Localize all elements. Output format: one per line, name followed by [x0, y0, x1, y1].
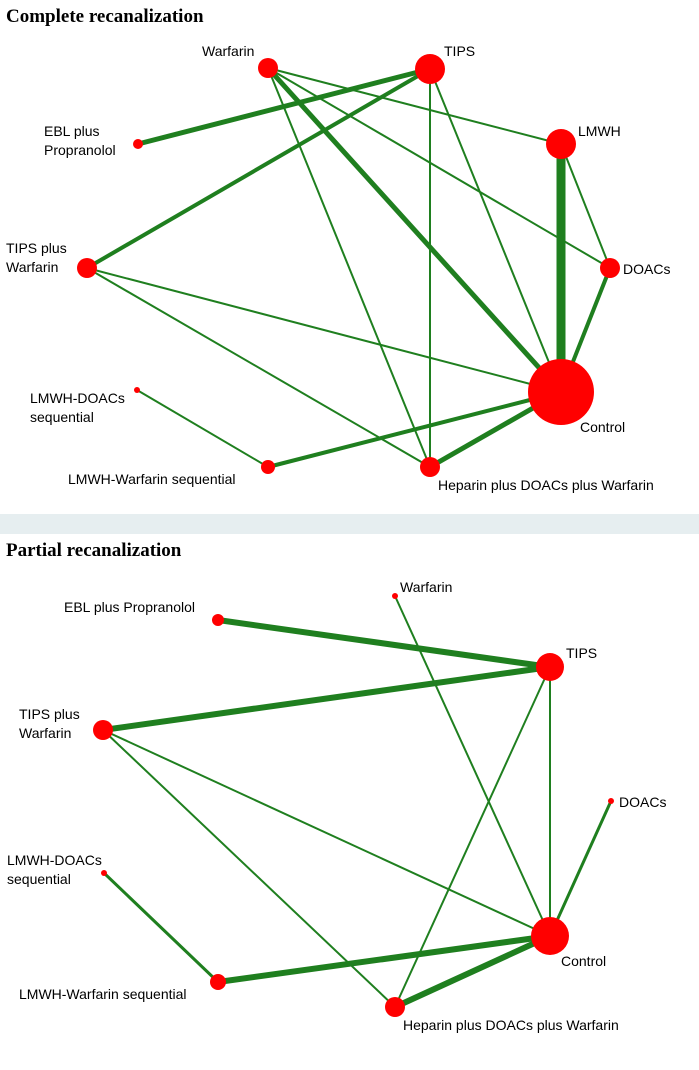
node-label-line: LMWH-Warfarin sequential — [19, 986, 187, 1002]
edge-lmwhdoacs-lmwhwarf — [136, 389, 269, 468]
node-label-doacs: DOACs — [619, 794, 666, 810]
node-doacs — [600, 258, 620, 278]
node-label-doacs: DOACs — [623, 261, 670, 277]
complete-recanalization-panel: Complete recanalization Warfarin TIPS EBL … — [0, 0, 699, 514]
node-label-lmwhdoacs: LMWH-DOACs sequential — [7, 852, 102, 887]
edge-ebl-tips — [217, 617, 551, 670]
node-ebl — [212, 614, 224, 626]
edge-tipsw-hdw — [86, 267, 431, 468]
node-label-hdw: Heparin plus DOACs plus Warfarin — [403, 1017, 619, 1033]
panel-title: Partial recanalization — [6, 540, 182, 561]
node-label-line: Warfarin — [6, 259, 58, 275]
node-label-lmwhwarf: LMWH-Warfarin sequential — [19, 986, 187, 1002]
node-label-line: LMWH — [578, 123, 621, 139]
node-label-warfarin: Warfarin — [400, 579, 452, 595]
edge-warfarin-doacs — [267, 67, 611, 269]
node-label-line: Heparin plus DOACs plus Warfarin — [403, 1017, 619, 1033]
edge-warfarin-control — [394, 595, 551, 937]
panel-title: Complete recanalization — [6, 6, 204, 27]
node-label-line: DOACs — [623, 261, 670, 277]
edge-tips-control — [429, 68, 562, 393]
node-label-control: Control — [561, 953, 606, 969]
edge-warfarin-lmwh — [267, 67, 562, 145]
edge-lmwhdoacs-lmwhwarf — [102, 871, 220, 984]
node-label-line: Warfarin — [400, 579, 452, 595]
edge-warfarin-hdw — [267, 67, 431, 468]
node-warfarin — [258, 58, 278, 78]
node-label-line: TIPS — [566, 645, 597, 661]
node-label-line: Warfarin — [19, 725, 71, 741]
node-lmwh — [546, 129, 576, 159]
node-label-tips: TIPS — [444, 43, 475, 59]
node-label-line: EBL plus Propranolol — [64, 599, 195, 615]
node-label-control: Control — [580, 419, 625, 435]
node-lmwhdoacs — [134, 387, 140, 393]
node-label-lmwhdoacs: LMWH-DOACs sequential — [30, 390, 125, 425]
node-tips — [415, 54, 445, 84]
edges-group — [102, 595, 613, 1010]
node-label-line: TIPS — [444, 43, 475, 59]
node-label-line: Heparin plus DOACs plus Warfarin — [438, 477, 654, 493]
node-lmwhwarf — [261, 460, 275, 474]
node-label-line: LMWH-Warfarin sequential — [68, 471, 236, 487]
edge-tipsw-tips — [102, 664, 551, 733]
node-lmwhwarf — [210, 974, 226, 990]
node-label-line: EBL plus — [44, 123, 100, 139]
edge-tips-ebl — [137, 66, 431, 147]
node-label-line: DOACs — [619, 794, 666, 810]
node-label-lmwh: LMWH — [578, 123, 621, 139]
node-tipsw — [93, 720, 113, 740]
node-hdw — [385, 997, 405, 1017]
node-label-line: Propranolol — [44, 142, 116, 158]
node-doacs — [608, 798, 614, 804]
node-control — [528, 359, 594, 425]
edge-doacs-control — [548, 800, 613, 937]
node-label-line: TIPS plus — [6, 240, 67, 256]
node-label-warfarin: Warfarin — [202, 43, 254, 59]
edge-tipsw-control — [102, 729, 551, 937]
edge-hdw-control — [393, 933, 552, 1010]
panel-divider — [0, 514, 699, 534]
node-control — [531, 917, 569, 955]
node-label-line: Control — [561, 953, 606, 969]
edge-warfarin-control — [266, 66, 563, 394]
edge-tips-tipsw — [85, 67, 432, 270]
edge-tipsw-control — [86, 267, 562, 393]
edge-lmwhwarf-control — [267, 390, 562, 469]
edge-tips-hdw — [394, 666, 551, 1008]
node-label-line: LMWH-DOACs — [7, 852, 102, 868]
node-tipsw — [77, 258, 97, 278]
node-label-line: sequential — [7, 871, 71, 887]
node-label-ebl: EBL plus Propranolol — [64, 599, 195, 615]
node-label-hdw: Heparin plus DOACs plus Warfarin — [438, 477, 654, 493]
edge-lmwh-doacs — [560, 143, 611, 269]
node-label-line: sequential — [30, 409, 94, 425]
node-warfarin — [392, 593, 398, 599]
node-label-lmwhwarf: LMWH-Warfarin sequential — [68, 471, 236, 487]
node-label-line: LMWH-DOACs — [30, 390, 125, 406]
node-label-line: Control — [580, 419, 625, 435]
node-ebl — [133, 139, 143, 149]
edge-tipsw-hdw — [102, 729, 396, 1008]
node-label-tips: TIPS — [566, 645, 597, 661]
node-label-line: Warfarin — [202, 43, 254, 59]
node-label-line: TIPS plus — [19, 706, 80, 722]
node-lmwhdoacs — [101, 870, 107, 876]
edges-group — [85, 66, 612, 470]
node-tips — [536, 653, 564, 681]
edge-lmwhwarf-control — [217, 933, 551, 985]
node-hdw — [420, 457, 440, 477]
